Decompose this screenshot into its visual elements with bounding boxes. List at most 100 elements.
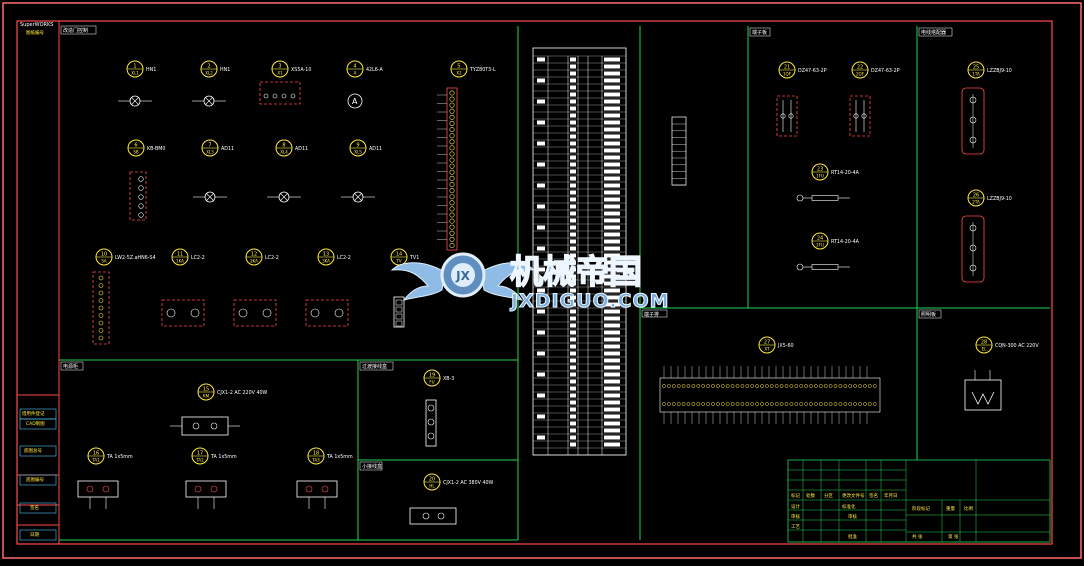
table-cell-text bbox=[537, 246, 545, 251]
table-cell-text bbox=[604, 400, 620, 405]
switch-pin bbox=[98, 305, 104, 311]
terminal-strip-pin bbox=[449, 200, 455, 206]
section-dividers bbox=[59, 26, 1050, 541]
terminal-row-pin bbox=[814, 402, 818, 406]
watermark-gear-hub bbox=[451, 263, 475, 287]
terminal-row-pin bbox=[730, 384, 735, 388]
component-number: 5 bbox=[457, 64, 460, 70]
component-number: 6 bbox=[134, 143, 137, 149]
terminal-strip-pin bbox=[449, 212, 455, 218]
table-cell-text bbox=[604, 267, 620, 272]
switch-pin bbox=[98, 290, 104, 296]
table-cell-text bbox=[604, 162, 620, 167]
label-control-panel: 改造门控制 bbox=[63, 27, 88, 34]
table-cell-text bbox=[604, 358, 620, 363]
table-cell-text bbox=[604, 379, 620, 384]
label-small-box: 小接线盒 bbox=[362, 463, 382, 470]
left-strip-sign: 签名 bbox=[30, 504, 39, 511]
component-number: 27 bbox=[764, 340, 770, 346]
watermark-en: JXDIGUO.COM bbox=[509, 290, 670, 312]
terminal-row-pin bbox=[814, 384, 818, 388]
table-cell-text bbox=[537, 162, 545, 167]
table-cell-text bbox=[604, 260, 620, 265]
component-label: CJX1-2 AC 380V 40W bbox=[443, 480, 494, 486]
table-cell-text bbox=[570, 281, 576, 286]
table-cell-text bbox=[604, 253, 620, 258]
component-number: 8 bbox=[282, 143, 285, 149]
table-cell-text bbox=[604, 99, 620, 104]
relay-box bbox=[305, 299, 349, 327]
table-cell-text bbox=[604, 414, 620, 419]
component-number: 14 bbox=[396, 252, 402, 258]
relay-contact bbox=[310, 308, 320, 318]
component-code: HL bbox=[429, 484, 435, 489]
component-code: XL4 bbox=[280, 150, 288, 155]
terminal-row-pin bbox=[671, 402, 676, 406]
label-power: 电源柜 bbox=[63, 363, 78, 370]
table-cell-text bbox=[570, 127, 576, 132]
table-cell-text bbox=[604, 330, 620, 335]
terminal-row-pin bbox=[691, 384, 696, 388]
watermark-right-wing bbox=[480, 262, 536, 301]
terminal-row-pin bbox=[760, 384, 764, 388]
table-cell-text bbox=[537, 372, 545, 377]
component-code: TV bbox=[395, 259, 401, 264]
terminal-row-pin bbox=[858, 402, 862, 406]
table-cell-text bbox=[537, 393, 545, 398]
tb-sheets: 共 张 bbox=[912, 533, 923, 540]
terminal-row-pin bbox=[667, 402, 671, 406]
lamp-cross bbox=[280, 193, 288, 201]
button-pin bbox=[138, 185, 144, 191]
table-cell-text bbox=[570, 344, 576, 349]
component-number: 19 bbox=[429, 373, 435, 379]
terminal-row-pin bbox=[838, 384, 843, 388]
table-cell-text bbox=[604, 428, 620, 433]
table-cell-text bbox=[537, 330, 545, 335]
table-cell-text bbox=[570, 358, 576, 363]
table-cell-text bbox=[604, 393, 620, 398]
component-label: KB-BM0 bbox=[147, 146, 165, 152]
table-cell-text bbox=[570, 204, 576, 209]
terminal-strip-pin bbox=[449, 224, 455, 230]
component-label: AD11 bbox=[369, 146, 382, 152]
table-cell-text bbox=[570, 323, 576, 328]
terminal-strip-pin bbox=[449, 145, 455, 151]
table-cell-text bbox=[570, 190, 576, 195]
terminal-row-pin bbox=[760, 402, 764, 406]
table-cell-text bbox=[604, 190, 620, 195]
tv-pin bbox=[395, 320, 403, 327]
table-cell-text bbox=[604, 302, 620, 307]
ta-box bbox=[77, 480, 119, 498]
table-cell-text bbox=[570, 400, 576, 405]
table-cell-text bbox=[570, 239, 576, 244]
component-number: 9 bbox=[356, 143, 359, 149]
table-cell-text bbox=[604, 148, 620, 153]
drawing-details: A bbox=[77, 81, 1002, 525]
table-cell-text bbox=[604, 316, 620, 321]
table-cell-text bbox=[570, 85, 576, 90]
table-cell-text bbox=[570, 155, 576, 160]
component-label: AD11 bbox=[221, 146, 234, 152]
lamp-symbol bbox=[267, 191, 301, 203]
terminal-strip-x2 bbox=[446, 87, 458, 251]
table-cell-text bbox=[570, 260, 576, 265]
terminal-row-pin bbox=[774, 402, 779, 406]
table-cell-text bbox=[570, 253, 576, 258]
left-strip-cells bbox=[19, 408, 57, 541]
ct-box bbox=[961, 215, 985, 283]
table-cell-text bbox=[537, 204, 545, 209]
terminal-row-pin bbox=[843, 384, 848, 388]
component-label: LC2-2 bbox=[191, 255, 205, 261]
terminal-row-pin bbox=[833, 384, 838, 388]
terminal-row-pin bbox=[730, 402, 735, 406]
table-cell-text bbox=[570, 365, 576, 370]
tb-h2: 处数 bbox=[806, 492, 815, 499]
terminal-row-pin bbox=[867, 384, 872, 388]
terminal-row-pin bbox=[843, 402, 848, 406]
table-cell-text bbox=[570, 183, 576, 188]
